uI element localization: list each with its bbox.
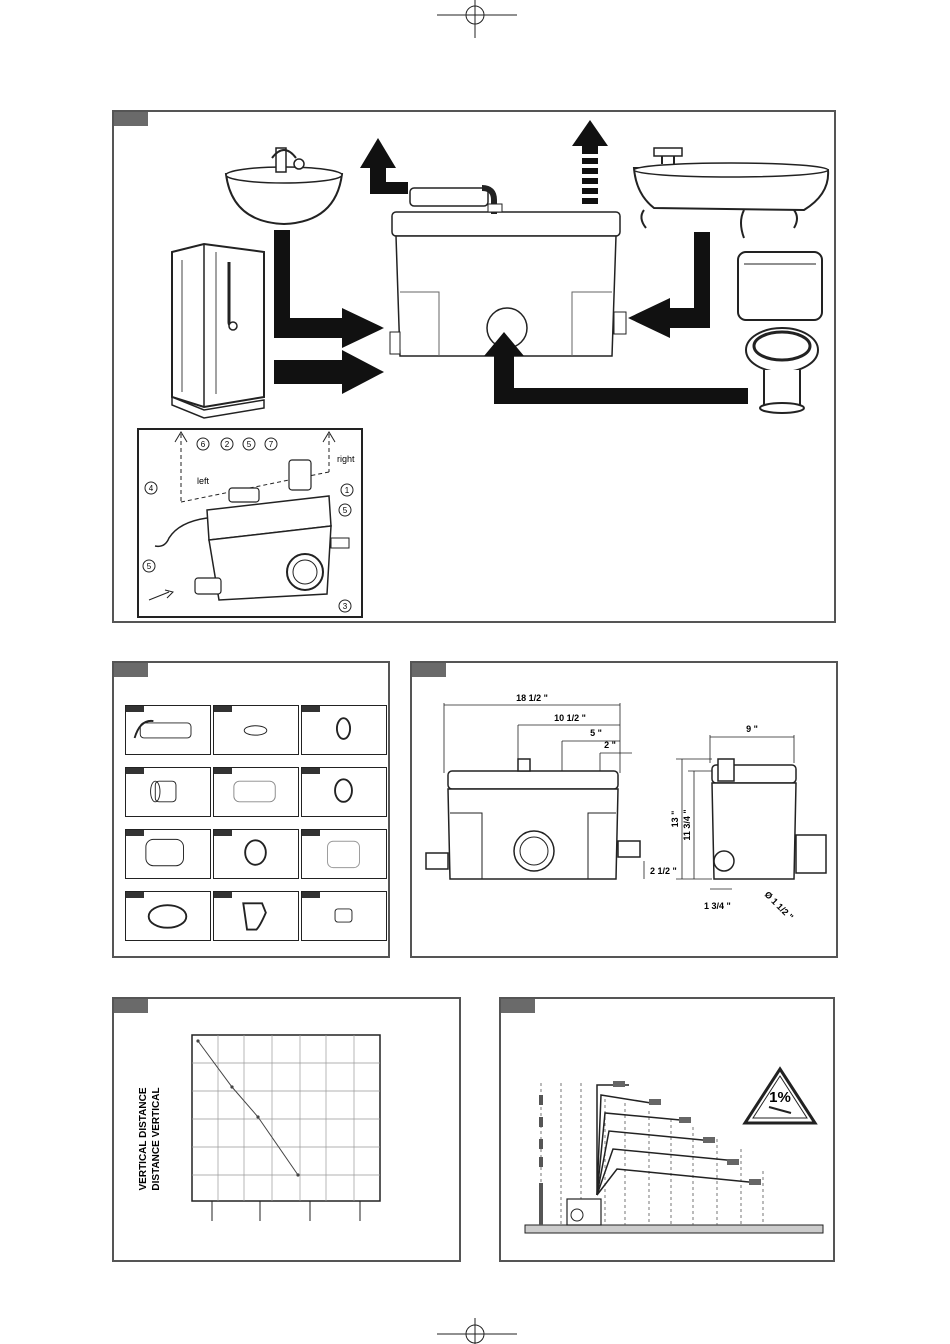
callout-1: 1	[345, 486, 350, 495]
callout-5-left: 5	[147, 562, 152, 571]
part-cell	[301, 767, 387, 817]
panel-tab	[114, 663, 148, 677]
part-illustration	[126, 706, 209, 753]
dimension-drawing: 18 1/2 " 10 1/2 " 5 " 2 " 9 " 13 " 11 3/…	[412, 663, 836, 956]
part-illustration	[214, 830, 297, 877]
part-cell-tab	[126, 830, 144, 836]
dim-depth: 9 "	[746, 724, 758, 734]
parts-grid	[125, 705, 387, 950]
right-label: right	[337, 454, 355, 464]
part-cell-tab	[214, 768, 232, 774]
part-cell	[301, 705, 387, 755]
callout-6: 6	[201, 440, 206, 449]
registration-mark-top	[437, 0, 517, 40]
part-illustration	[214, 768, 297, 815]
part-cell	[125, 767, 211, 817]
part-cell	[125, 705, 211, 755]
part-cell-tab	[302, 768, 320, 774]
part-cell-tab	[302, 830, 320, 836]
part-illustration	[126, 892, 209, 939]
vertical-distance-chart: VERTICAL DISTANCE DISTANCE VERTICAL	[114, 999, 459, 1260]
part-cell-tab	[126, 768, 144, 774]
part-cell-tab	[126, 706, 144, 712]
callout-5-right: 5	[343, 506, 348, 515]
part-cell	[301, 829, 387, 879]
callout-2: 2	[225, 440, 230, 449]
part-illustration	[302, 706, 385, 753]
toilet-illustration	[738, 252, 822, 413]
left-label: left	[197, 476, 210, 486]
callout-3: 3	[343, 602, 348, 611]
dim-diameter: Ø 1 1/2 "	[763, 889, 796, 922]
dim-side-offset: 1 3/4 "	[704, 901, 731, 911]
dimensions-panel: 18 1/2 " 10 1/2 " 5 " 2 " 9 " 13 " 11 3/…	[410, 661, 838, 958]
part-cell	[213, 767, 299, 817]
dim-width-total: 18 1/2 "	[516, 693, 548, 703]
inset-exploded-view: 6 2 5 7 1 4 5 5 3 left right	[137, 428, 363, 618]
bathtub-illustration	[634, 148, 828, 238]
part-illustration	[126, 768, 209, 815]
part-cell	[213, 891, 299, 941]
ylabel-fr: DISTANCE VERTICAL	[151, 1087, 162, 1190]
part-illustration	[214, 706, 297, 753]
part-illustration	[214, 892, 297, 939]
installation-overview-panel: 6 2 5 7 1 4 5 5 3 left right	[112, 110, 836, 623]
dim-height-inner: 11 3/4 "	[682, 809, 692, 840]
callout-7: 7	[269, 440, 274, 449]
part-cell-tab	[214, 830, 232, 836]
dim-width-small: 5 "	[590, 728, 602, 738]
part-cell-tab	[302, 706, 320, 712]
part-illustration	[302, 830, 385, 877]
dim-inlet-height: 2 1/2 "	[650, 866, 677, 876]
shower-illustration	[172, 244, 264, 418]
part-cell-tab	[126, 892, 144, 898]
dim-width-2: 2 "	[604, 740, 616, 750]
part-cell	[213, 829, 299, 879]
callout-4: 4	[149, 484, 154, 493]
warning-text: 1%	[769, 1089, 791, 1106]
parts-panel	[112, 661, 390, 958]
vertical-distance-panel: VERTICAL DISTANCE DISTANCE VERTICAL	[112, 997, 461, 1262]
slope-diagram: 1%	[501, 999, 833, 1260]
part-cell	[301, 891, 387, 941]
part-cell	[125, 891, 211, 941]
inset-pump-illustration: 6 2 5 7 1 4 5 5 3 left right	[139, 430, 361, 616]
part-cell	[125, 829, 211, 879]
slope-panel: 1%	[499, 997, 835, 1262]
ylabel-en: VERTICAL DISTANCE	[138, 1087, 149, 1190]
part-cell	[213, 705, 299, 755]
part-cell-tab	[214, 706, 232, 712]
callout-5: 5	[247, 440, 252, 449]
part-illustration	[126, 830, 209, 877]
dim-width-mid: 10 1/2 "	[554, 713, 586, 723]
pump-unit-illustration	[390, 188, 626, 356]
part-illustration	[302, 768, 385, 815]
dim-height-total: 13 "	[670, 811, 680, 828]
part-illustration	[302, 892, 385, 939]
part-cell-tab	[302, 892, 320, 898]
sink-illustration	[226, 148, 342, 224]
part-cell-tab	[214, 892, 232, 898]
registration-mark-bottom	[437, 1316, 517, 1344]
